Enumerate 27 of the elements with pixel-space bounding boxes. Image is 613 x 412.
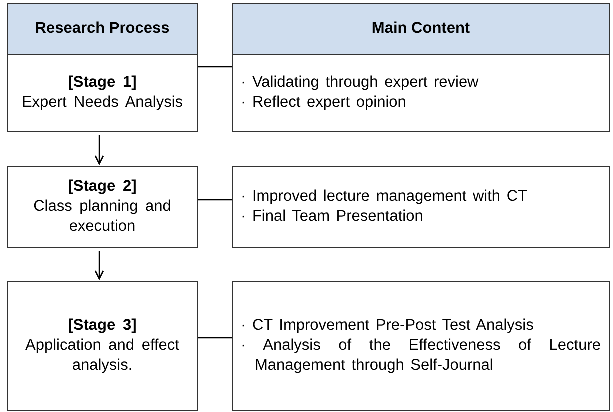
bullet-item: · CT Improvement Pre-Post Test Analysis [241,316,535,336]
stage-box [7,281,198,411]
column-heading: Main Content [370,18,472,39]
bullet-item: · Validating through expert review [241,72,480,93]
column-heading: Research Process [34,18,171,39]
stage-label: [Stage 2] [67,176,138,197]
header-cell [7,3,198,55]
bullet-item: · Final Team Presentation [241,207,424,227]
connector-line [198,337,232,339]
content-box [232,54,610,132]
stage-box [7,54,198,132]
stage-box [7,166,198,248]
stage-label: [Stage 1] [67,72,138,93]
arrow [94,251,104,280]
content-box [232,281,610,411]
bullet-item: · Reflect expert opinion [241,93,408,113]
header-cell [232,3,610,55]
stage-description: Application and effect analysis. [24,336,180,376]
content-box [232,166,610,248]
stage-description: Expert Needs Analysis [20,93,184,113]
bullet-item: · Improved lecture management with CT [241,186,529,207]
stage-description: Class planning and execution [32,196,172,238]
arrow [94,135,104,165]
bullet-item: · Analysis of the Effectiveness of Lecture Management through Self-Journal [241,336,601,376]
connector-line [198,66,232,68]
connector-line [198,199,232,201]
stage-label: [Stage 3] [67,316,138,336]
